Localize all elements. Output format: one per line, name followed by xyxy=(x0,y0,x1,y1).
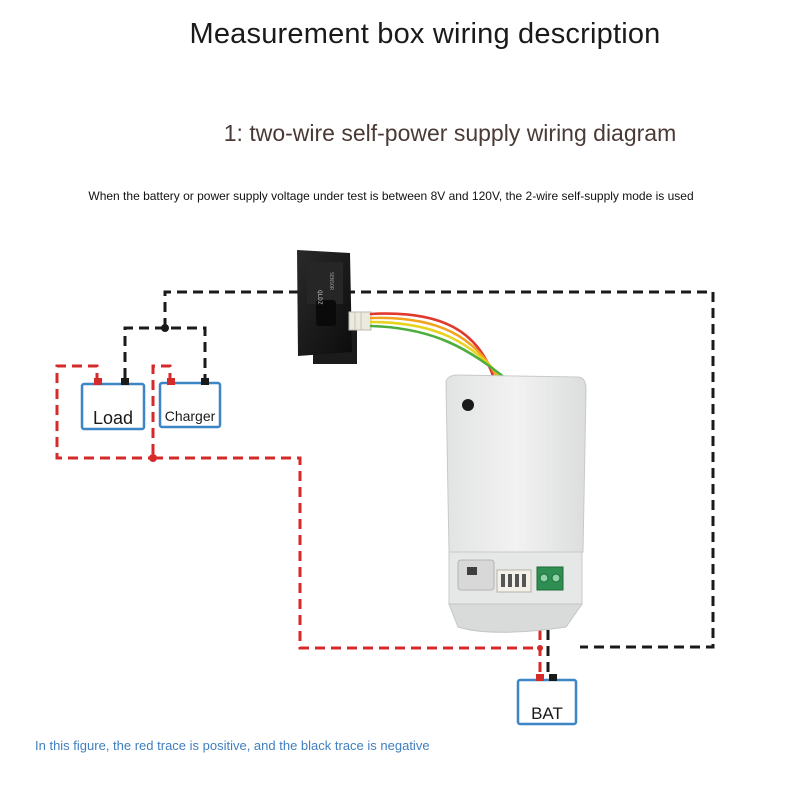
positive-junction-dot xyxy=(149,454,157,462)
bat-junction-dot xyxy=(537,645,543,651)
positive-trace xyxy=(55,364,542,675)
measurement-box xyxy=(445,374,587,633)
ribbon-cable xyxy=(369,312,512,384)
screw-terminal-block xyxy=(536,566,564,591)
positive-trace-main xyxy=(153,456,535,650)
charger-label: Charger xyxy=(165,408,216,424)
negative-trace-top-loop xyxy=(163,290,715,649)
positive-trace-charger-loop xyxy=(151,364,172,458)
bat-terminal: BAT xyxy=(516,674,578,726)
positive-trace-load-loop xyxy=(55,364,153,460)
negative-junction-dot xyxy=(161,324,169,332)
legend-caption: In this figure, the red trace is positiv… xyxy=(35,738,430,753)
diagram-description: When the battery or power supply voltage… xyxy=(88,189,694,203)
negative-trace xyxy=(123,290,715,675)
negative-trace-load-charger-bus xyxy=(123,326,207,378)
current-sensor-module: QLDZ SENSOR xyxy=(297,250,372,364)
svg-text:QLDZ: QLDZ xyxy=(316,290,323,305)
status-led-icon xyxy=(462,399,474,411)
diagram-subtitle: 1: two-wire self-power supply wiring dia… xyxy=(223,120,677,146)
diagram-title: Measurement box wiring description xyxy=(189,18,661,50)
svg-text:SENSOR: SENSOR xyxy=(328,272,334,291)
charger-terminal: Charger xyxy=(158,378,222,429)
bat-label: BAT xyxy=(531,704,563,723)
load-terminal: Load xyxy=(80,378,146,431)
load-label: Load xyxy=(93,408,133,428)
